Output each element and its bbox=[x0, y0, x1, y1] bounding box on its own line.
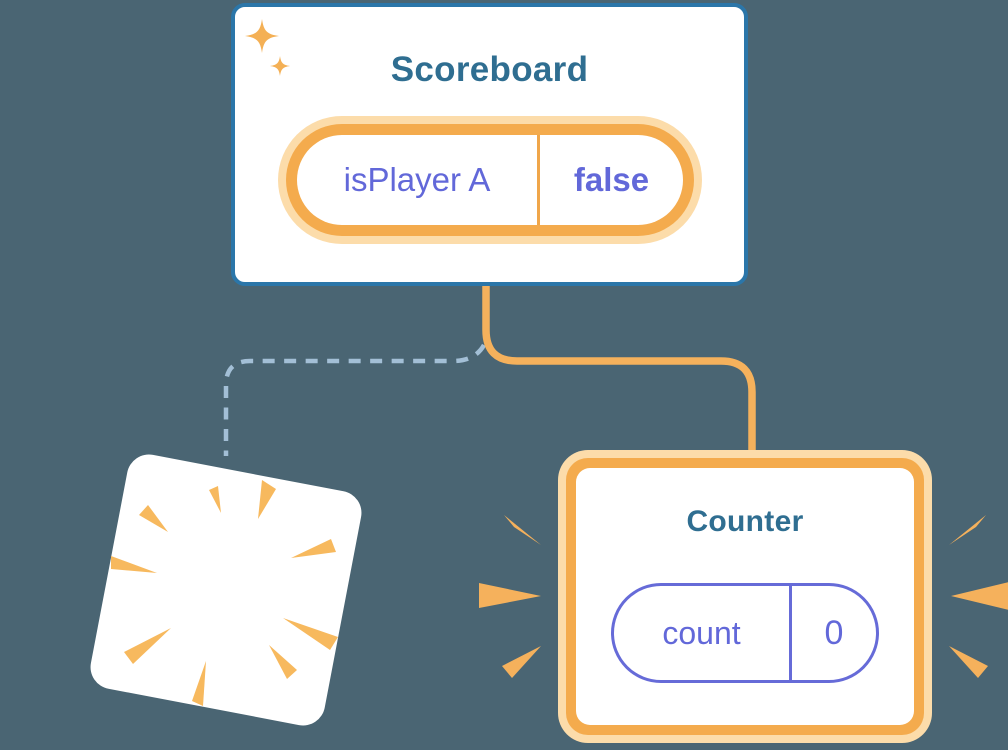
counter-state-pill: count 0 bbox=[611, 583, 879, 683]
count-name-label: count bbox=[614, 586, 792, 680]
emphasis-ray-left-bottom bbox=[502, 646, 541, 678]
scoreboard-state-pill: isPlayer A false bbox=[278, 116, 702, 244]
scoreboard-title: Scoreboard bbox=[390, 50, 589, 89]
poof-ray bbox=[269, 645, 297, 679]
counter-card-border: Counter count 0 bbox=[566, 458, 924, 735]
counter-title: Counter bbox=[686, 505, 804, 538]
poof-ray bbox=[124, 628, 171, 664]
poof-ray bbox=[258, 480, 276, 519]
solid-connector-counter-branch bbox=[482, 279, 756, 464]
count-value-label: 0 bbox=[824, 613, 844, 652]
state-name-label: isPlayer A bbox=[297, 135, 540, 225]
poof-ray bbox=[139, 505, 168, 532]
sparkle-star-small bbox=[270, 56, 290, 76]
state-value-label: false bbox=[573, 161, 650, 198]
poof-ray bbox=[283, 618, 338, 650]
counter-card-inner: Counter count 0 bbox=[576, 468, 914, 725]
emphasis-ray-right-top bbox=[949, 515, 986, 545]
dashed-connector-removed-branch bbox=[223, 343, 486, 456]
state-pill-inner: isPlayer A false bbox=[297, 135, 683, 225]
sparkle-star-large bbox=[245, 19, 279, 53]
emphasis-ray-right-bottom bbox=[949, 646, 988, 678]
poof-ray bbox=[111, 556, 157, 573]
scoreboard-component-card: Scoreboard isPlayer A false bbox=[231, 3, 748, 286]
emphasis-ray-right-middle bbox=[951, 582, 1008, 610]
state-pill-border: isPlayer A false bbox=[286, 124, 694, 236]
poof-ray bbox=[192, 661, 206, 706]
sparkle-icon bbox=[245, 19, 290, 76]
emphasis-ray-left-middle bbox=[479, 583, 541, 608]
poof-ray bbox=[209, 486, 221, 513]
counter-component-card: Counter count 0 bbox=[558, 450, 932, 743]
poof-ray bbox=[291, 539, 336, 558]
emphasis-ray-left-top bbox=[504, 515, 541, 545]
